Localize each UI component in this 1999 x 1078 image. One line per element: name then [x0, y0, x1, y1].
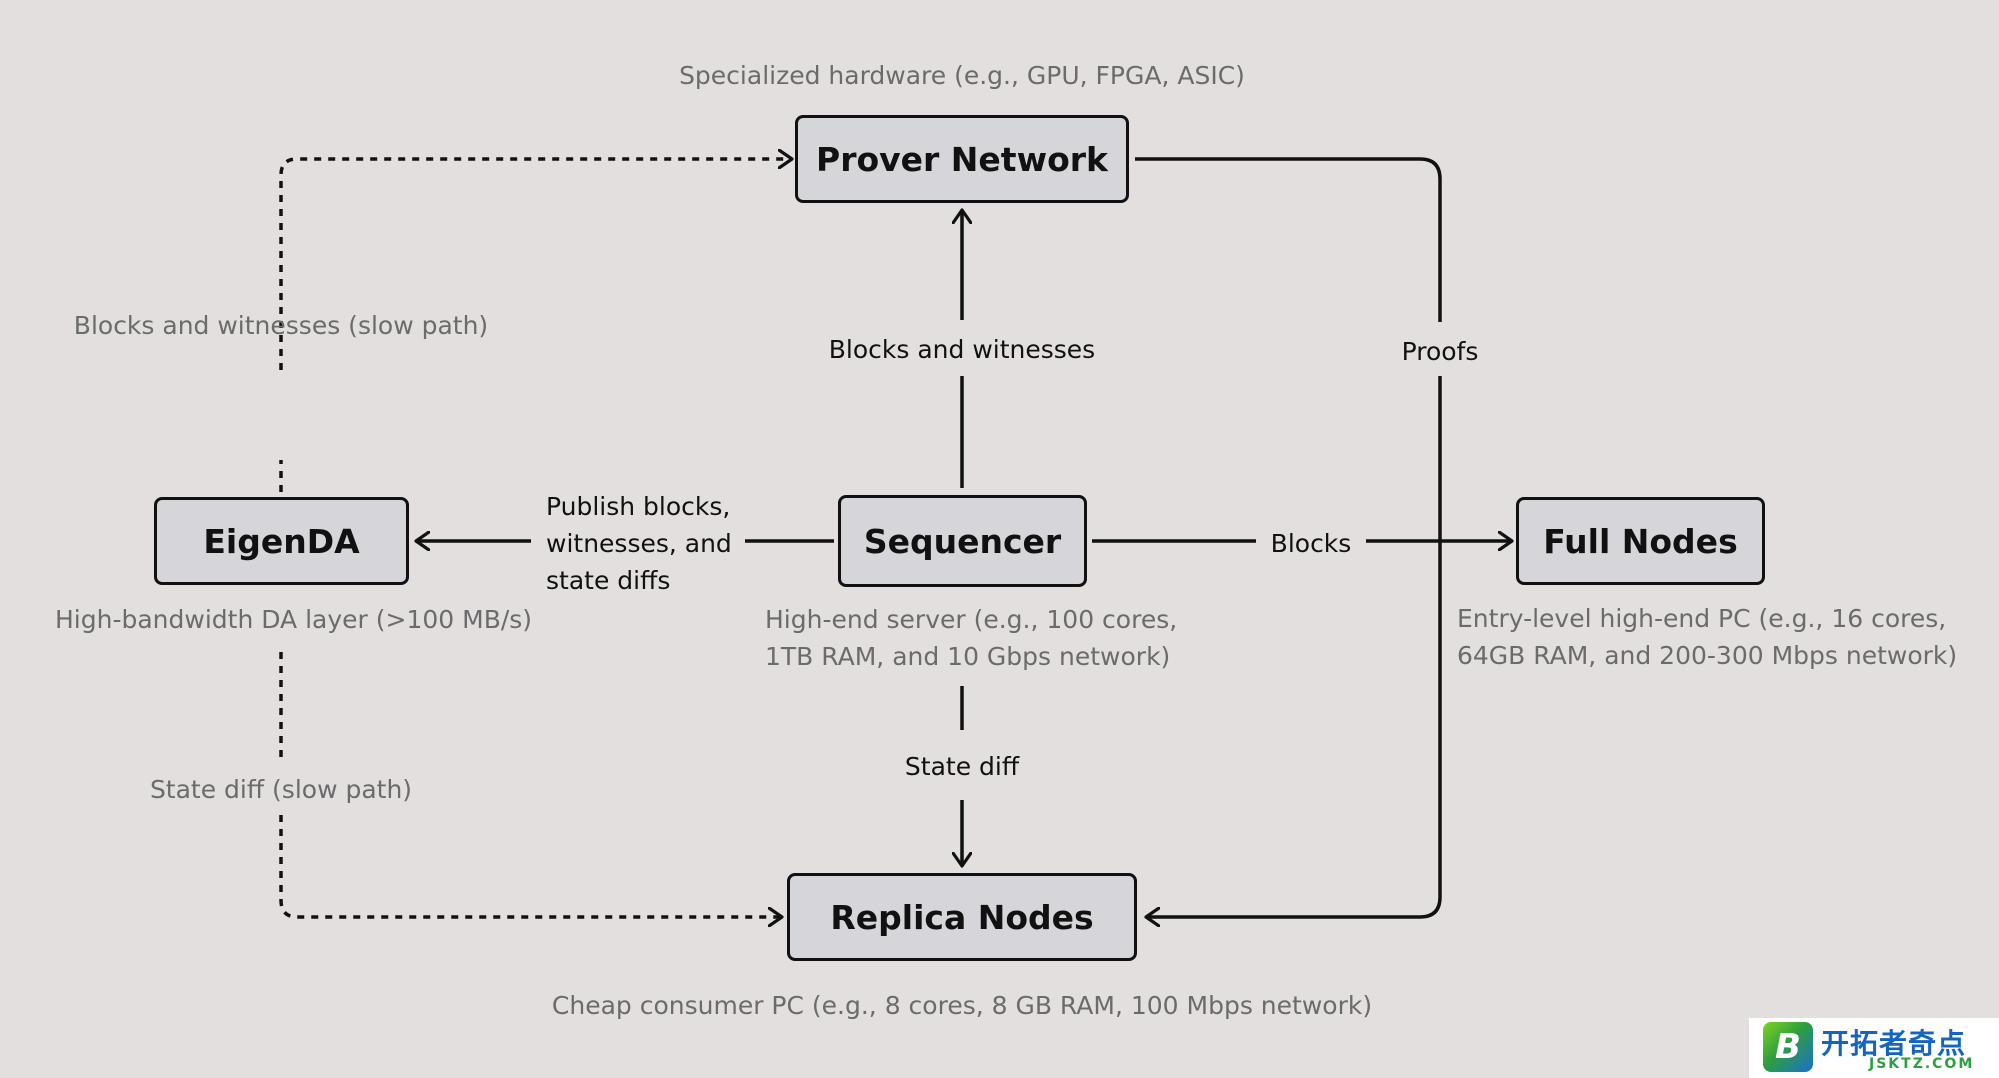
note-sequencer-hardware-line1: High-end server (e.g., 100 cores,	[765, 605, 1178, 634]
node-prover-network[interactable]: Prover Network	[795, 115, 1129, 203]
node-full-nodes[interactable]: Full Nodes	[1516, 497, 1765, 585]
node-sequencer[interactable]: Sequencer	[838, 495, 1087, 587]
label-proofs: Proofs	[1401, 337, 1479, 366]
node-replica-nodes[interactable]: Replica Nodes	[787, 873, 1137, 961]
edge-eigenda-to-replica	[279, 652, 782, 917]
node-eigenda[interactable]: EigenDA	[154, 497, 409, 585]
label-blocks-and-witnesses: Blocks and witnesses	[828, 335, 1096, 364]
note-replica-hardware: Cheap consumer PC (e.g., 8 cores, 8 GB R…	[551, 991, 1373, 1020]
label-slow-path-state: State diff (slow path)	[149, 775, 413, 804]
watermark-text: 开拓者奇点	[1821, 1027, 1967, 1060]
label-blocks: Blocks	[1270, 529, 1352, 558]
label-state-diff: State diff	[904, 752, 1020, 781]
edge-prover-to-replica-bottom	[1146, 376, 1442, 917]
edge-eigenda-to-prover	[279, 159, 792, 492]
note-prover-hardware: Specialized hardware (e.g., GPU, FPGA, A…	[679, 61, 1245, 90]
watermark-logo: B 开拓者奇点 JSKTZ.COM	[1749, 1018, 1999, 1078]
note-eigenda-hardware: High-bandwidth DA layer (>100 MB/s)	[55, 605, 533, 634]
watermark-sub: JSKTZ.COM	[1869, 1056, 1975, 1072]
edge-prover-to-replica-top	[1135, 157, 1442, 322]
note-fullnodes-hardware-line1: Entry-level high-end PC (e.g., 16 cores,	[1457, 604, 1947, 633]
note-sequencer-hardware-line2: 1TB RAM, and 10 Gbps network)	[765, 642, 1171, 671]
note-fullnodes-hardware-line2: 64GB RAM, and 200-300 Mbps network)	[1457, 641, 1958, 670]
logo-b-icon: B	[1763, 1022, 1813, 1072]
label-publish-line3: state diffs	[546, 566, 671, 595]
label-slow-path-blocks: Blocks and witnesses (slow path)	[73, 311, 489, 340]
label-publish-line2: witnesses, and	[546, 529, 732, 558]
label-publish-line1: Publish blocks,	[546, 492, 731, 521]
